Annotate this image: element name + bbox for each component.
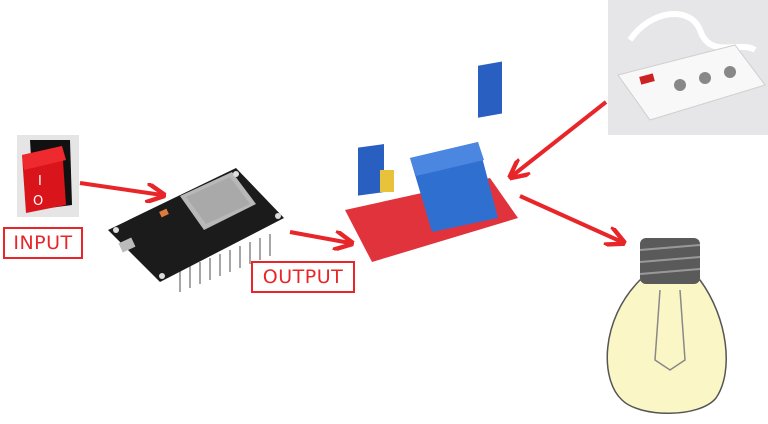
switch-on-mark: I xyxy=(38,174,42,189)
power-strip-icon xyxy=(608,0,768,135)
arrow-relay-to-bulb xyxy=(519,194,622,242)
rocker-switch-icon: I O xyxy=(17,135,79,217)
relay-module-icon xyxy=(345,61,518,262)
output-label: OUTPUT xyxy=(251,261,355,293)
input-label: INPUT xyxy=(3,227,83,259)
arrow-board-to-relay xyxy=(289,230,350,243)
arrow-strip-to-relay xyxy=(512,100,608,176)
light-bulb-icon xyxy=(606,238,727,414)
switch-off-mark: O xyxy=(33,194,43,209)
esp32-board-icon xyxy=(108,168,284,292)
arrow-switch-to-board xyxy=(79,181,162,195)
